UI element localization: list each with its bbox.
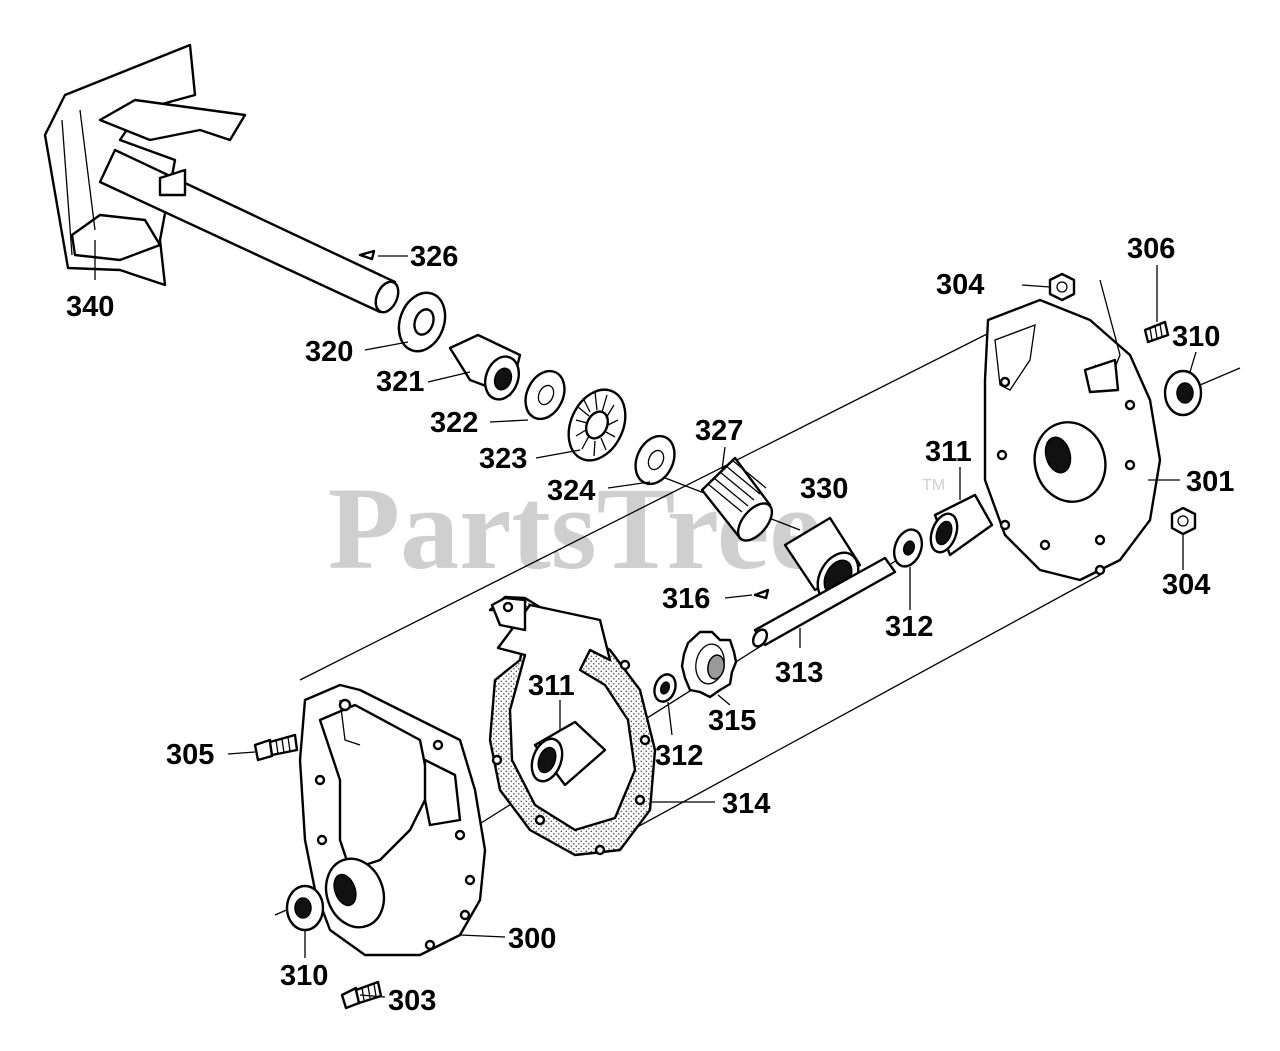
callout-312-right: 312: [885, 611, 933, 643]
bushing-311-left: [530, 720, 607, 787]
callout-301: 301: [1186, 466, 1234, 498]
callout-321: 321: [376, 366, 424, 398]
callout-303: 303: [388, 985, 436, 1017]
washer-322: [524, 369, 566, 421]
callout-311-left: 311: [528, 670, 575, 702]
bearing-310-left: [285, 884, 325, 932]
callout-306: 306: [1127, 233, 1175, 265]
watermark-trademark: TM: [922, 477, 945, 494]
callout-labels: 326 340 320 321 322 323 324 327 330 304 …: [66, 233, 1234, 1017]
callout-316: 316: [662, 583, 710, 615]
callout-leaders: [94, 240, 1197, 998]
bearing-310-right: [1163, 367, 1241, 417]
impeller-assembly-340: [43, 43, 400, 314]
callout-310-left: 310: [280, 960, 328, 992]
spur-gear-315: [680, 630, 738, 699]
callout-322: 322: [430, 407, 478, 439]
nut-304-top: [1048, 272, 1076, 302]
bolt-303: [340, 980, 383, 1010]
callout-311-right: 311: [925, 436, 972, 468]
washer-312-left: [653, 673, 677, 703]
key-316: [753, 588, 770, 600]
callout-304-bottom: 304: [1162, 569, 1210, 601]
washer-312-right: [892, 528, 924, 568]
callout-315: 315: [708, 705, 756, 737]
callout-320: 320: [305, 336, 353, 368]
thrust-bearing-323: [567, 388, 627, 462]
key-326: [358, 249, 376, 261]
callout-326: 326: [410, 241, 458, 273]
nut-304-bottom: [1170, 506, 1197, 536]
worm-gear-327: [700, 456, 774, 542]
bolt-305: [253, 733, 299, 762]
bushing-311-right: [929, 493, 994, 557]
callout-313: 313: [775, 657, 823, 689]
callout-305: 305: [166, 739, 214, 771]
callout-312-left: 312: [655, 740, 703, 772]
callout-323: 323: [479, 443, 527, 475]
callout-310-right: 310: [1172, 321, 1220, 353]
callout-300: 300: [508, 923, 556, 955]
callout-327: 327: [695, 415, 743, 447]
callout-314: 314: [722, 788, 770, 820]
gear-housing-right-301: [983, 279, 1162, 582]
bushing-321: [448, 333, 522, 401]
callout-330: 330: [800, 473, 848, 505]
shaft-313: [751, 556, 897, 648]
callout-340: 340: [66, 291, 114, 323]
screw-306: [1143, 320, 1170, 344]
callout-304-top: 304: [936, 269, 984, 301]
gear-housing-left-300: [298, 683, 487, 957]
callout-324: 324: [547, 475, 595, 507]
washer-320: [397, 291, 447, 353]
